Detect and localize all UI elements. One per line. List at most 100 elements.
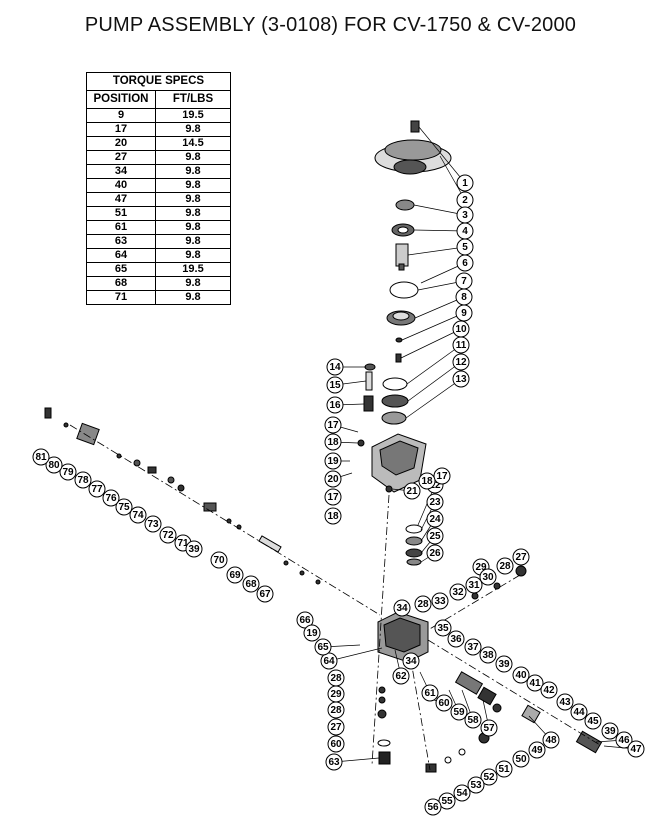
callout-52: 52: [480, 768, 498, 786]
part-right-fittings: [425, 565, 603, 773]
part-left-nut: [76, 422, 100, 446]
part-18: [357, 439, 365, 447]
callout-28: 28: [496, 557, 514, 575]
callout-number: 17: [436, 471, 448, 482]
callout-number: 13: [455, 374, 467, 385]
callout-81: 81: [32, 448, 50, 466]
callout-number: 42: [543, 685, 555, 696]
callout-number: 45: [587, 716, 599, 727]
callout-41: 41: [526, 674, 544, 692]
part-left-plug: [44, 407, 52, 419]
callout-number: 57: [483, 723, 495, 734]
callout-number: 26: [429, 548, 441, 559]
callout-number: 41: [529, 678, 541, 689]
callout-12: 12: [452, 353, 470, 371]
callout-number: 25: [429, 531, 441, 542]
callout-36: 36: [447, 630, 465, 648]
callout-number: 32: [452, 587, 464, 598]
callout-33: 33: [431, 592, 449, 610]
callout-63: 63: [325, 753, 343, 771]
callout-number: 36: [450, 634, 462, 645]
leader-line: [401, 312, 465, 341]
callout-59: 59: [450, 703, 468, 721]
callout-17: 17: [324, 416, 342, 434]
callout-number: 33: [434, 596, 446, 607]
callout-number: 54: [456, 788, 468, 799]
callout-number: 31: [468, 580, 480, 591]
callout-number: 17: [327, 492, 339, 503]
callout-number: 4: [462, 226, 468, 237]
torque-position-cell: 65: [86, 262, 156, 277]
callout-number: 18: [327, 437, 339, 448]
torque-position-cell: 51: [86, 206, 156, 221]
part-13: [381, 411, 407, 425]
callout-51: 51: [495, 760, 513, 778]
callout-73: 73: [144, 515, 162, 533]
leader-line: [414, 296, 465, 319]
callout-number: 47: [630, 744, 642, 755]
callout-2: 2: [456, 191, 474, 209]
callout-26: 26: [426, 544, 444, 562]
callout-78: 78: [74, 471, 92, 489]
callout-79: 79: [59, 463, 77, 481]
leader-line: [400, 328, 462, 359]
callout-54: 54: [453, 784, 471, 802]
callout-15: 15: [326, 376, 344, 394]
callout-28: 28: [327, 701, 345, 719]
callout-18: 18: [418, 472, 436, 490]
callout-number: 39: [188, 544, 200, 555]
callout-number: 80: [48, 460, 60, 471]
callout-8: 8: [455, 288, 473, 306]
callout-number: 7: [461, 276, 467, 287]
callout-number: 70: [213, 555, 225, 566]
callout-67: 67: [256, 585, 274, 603]
callout-18: 18: [324, 507, 342, 525]
callout-20: 20: [324, 470, 342, 488]
callout-number: 34: [405, 656, 417, 667]
callout-number: 58: [467, 715, 479, 726]
callout-30: 30: [479, 568, 497, 586]
callout-number: 60: [330, 739, 342, 750]
callout-number: 29: [475, 562, 487, 573]
callout-68: 68: [242, 575, 260, 593]
callout-72: 72: [159, 526, 177, 544]
part-motor-flange: [374, 139, 452, 175]
callout-number: 66: [299, 615, 311, 626]
callout-48: 48: [542, 731, 560, 749]
callout-61: 61: [421, 684, 439, 702]
torque-value-cell: 9.8: [155, 290, 231, 305]
callout-53: 53: [467, 776, 485, 794]
callout-number: 60: [438, 698, 450, 709]
callout-57: 57: [480, 719, 498, 737]
callout-number: 10: [455, 324, 467, 335]
part-plate-7: [389, 281, 419, 299]
part-12: [381, 394, 409, 408]
callout-number: 39: [604, 726, 616, 737]
callout-37: 37: [464, 638, 482, 656]
callout-number: 55: [441, 796, 453, 807]
callout-16: 16: [326, 396, 344, 414]
callout-23: 23: [426, 493, 444, 511]
callout-number: 50: [515, 754, 527, 765]
callout-number: 1: [462, 178, 468, 189]
leader-line: [413, 229, 466, 232]
callout-39: 39: [495, 655, 513, 673]
callout-number: 2: [462, 195, 468, 206]
callout-27: 27: [327, 718, 345, 736]
part-9: [395, 337, 403, 343]
callout-number: 12: [455, 357, 467, 368]
callout-number: 18: [327, 511, 339, 522]
callout-44: 44: [570, 703, 588, 721]
callout-number: 39: [498, 659, 510, 670]
callout-number: 62: [395, 671, 407, 682]
leader-line: [418, 126, 466, 184]
callout-number: 78: [77, 475, 89, 486]
torque-value-cell: 9.8: [155, 164, 231, 179]
callout-number: 21: [406, 486, 418, 497]
part-11: [382, 377, 408, 391]
callout-number: 27: [515, 552, 527, 563]
